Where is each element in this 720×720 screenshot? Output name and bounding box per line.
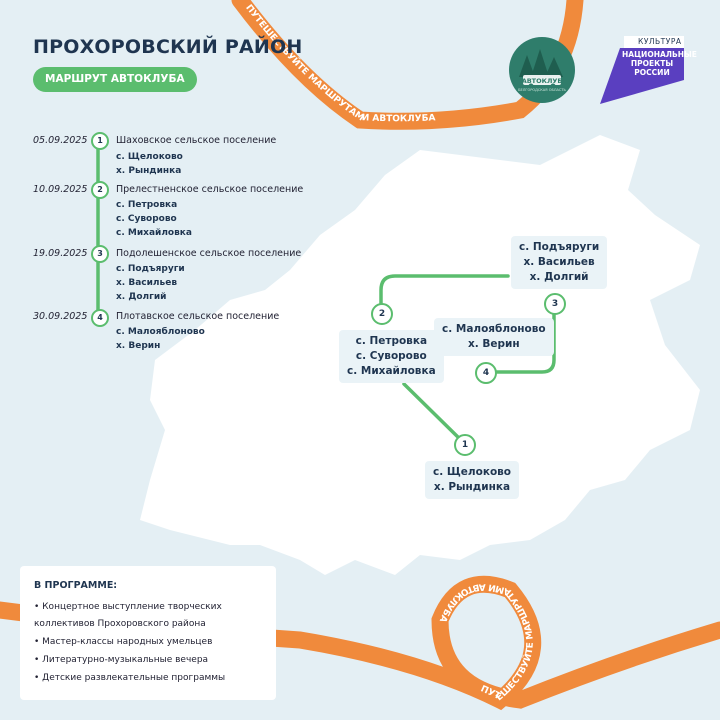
route-badge: МАРШРУТ АВТОКЛУБА (33, 67, 197, 92)
map-label-stop-3: с. Подъяруги х. Васильев х. Долгий (511, 236, 608, 289)
map-village: с. Щелоково (433, 466, 512, 478)
map-village: с. Михайловка (347, 365, 436, 377)
np-main-label: НАЦИОНАЛЬНЫЕ ПРОЕКТЫ РОССИИ (622, 50, 697, 77)
village-name: с. Михайловка (116, 228, 192, 238)
autoclub-logo-text: АВТОКЛУБ (521, 77, 563, 85)
map-village: с. Подъяруги (519, 241, 600, 253)
map-village: с. Петровка (355, 335, 428, 347)
village-name: х. Верин (116, 341, 161, 351)
route-line (379, 274, 556, 445)
map-village: х. Рындинка (433, 481, 511, 493)
map-village: с. Суворово (355, 350, 427, 362)
map-label-stop-1: с. Щелоково х. Рындинка (425, 461, 520, 499)
map-node-4: 4 (475, 362, 497, 384)
stop-number: 2 (91, 181, 109, 199)
settlement-name: Подолешенское сельское поселение (116, 248, 302, 259)
autoclub-logo-sub: БЕЛГОРОДСКАЯ ОБЛАСТЬ (518, 88, 566, 92)
settlement-name: Шаховское сельское поселение (116, 135, 277, 146)
np-top-label: КУЛЬТУРА (638, 37, 682, 46)
page-title: ПРОХОРОВСКИЙ РАЙОН (33, 36, 303, 58)
schedule-date: 19.09.2025 (33, 248, 88, 259)
village-name: х. Васильев (116, 278, 178, 288)
map-village: х. Верин (467, 338, 520, 350)
map-label-stop-2: с. Петровка с. Суворово с. Михайловка (339, 330, 444, 383)
stop-number: 4 (91, 309, 109, 327)
program-item: • Концертное выступление творческих (34, 602, 222, 612)
national-projects-logo: КУЛЬТУРА НАЦИОНАЛЬНЫЕ ПРОЕКТЫ РОССИИ (598, 34, 697, 104)
map-village: с. Малояблоново (442, 323, 546, 335)
village-name: с. Петровка (116, 200, 178, 210)
village-name: с. Малояблоново (116, 327, 205, 337)
program-item: • Мастер-классы народных умельцев (34, 637, 213, 647)
village-name: с. Суворово (116, 214, 177, 224)
tree-icon (519, 49, 563, 89)
map-village: х. Васильев (523, 256, 595, 268)
stop-number: 3 (91, 245, 109, 263)
schedule-date: 05.09.2025 (33, 135, 88, 146)
schedule-date: 30.09.2025 (33, 311, 88, 322)
village-name: с. Щелоково (116, 152, 183, 162)
map-node-3: 3 (544, 293, 566, 315)
program-box: В ПРОГРАММЕ: • Концертное выступление тв… (20, 566, 276, 700)
program-item: коллективов Прохоровского района (34, 619, 206, 629)
program-item: • Литературно-музыкальные вечера (34, 655, 209, 665)
autoclub-logo: АВТОКЛУБ БЕЛГОРОДСКАЯ ОБЛАСТЬ (509, 37, 575, 103)
village-name: х. Долгий (116, 292, 167, 302)
program-item: • Детские развлекательные программы (34, 673, 226, 683)
schedule-list: 05.09.2025 1 Шаховское сельское поселени… (0, 0, 320, 360)
village-name: с. Подъяруги (116, 264, 185, 274)
map-node-2: 2 (371, 303, 393, 325)
stop-number: 1 (91, 132, 109, 150)
village-name: х. Рындинка (116, 166, 182, 176)
program-title: В ПРОГРАММЕ: (34, 580, 118, 591)
settlement-name: Плотавское сельское поселение (116, 311, 280, 322)
schedule-date: 10.09.2025 (33, 184, 88, 195)
settlement-name: Прелестненское сельское поселение (116, 184, 304, 195)
flag-icon (600, 36, 684, 104)
map-node-1: 1 (454, 434, 476, 456)
map-village: х. Долгий (529, 271, 589, 283)
map-label-stop-4: с. Малояблоново х. Верин (434, 318, 554, 356)
